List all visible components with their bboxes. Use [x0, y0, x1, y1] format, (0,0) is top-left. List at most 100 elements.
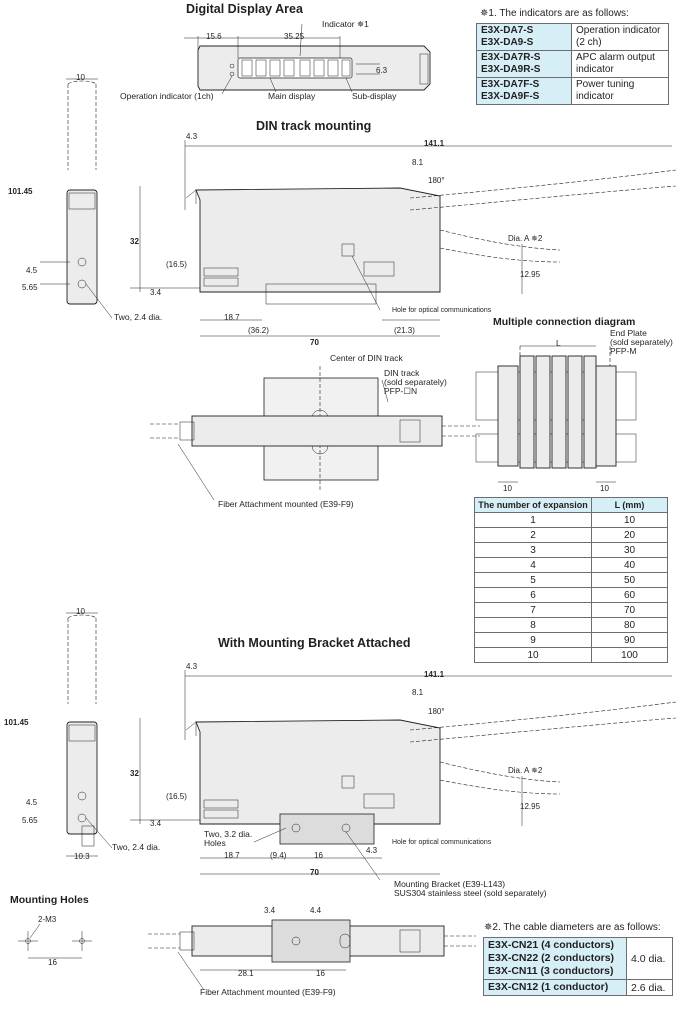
dim-10-right: 10: [600, 484, 609, 493]
cable-outline-dashed: [67, 84, 97, 170]
dim-141-1: 141.1: [424, 670, 445, 679]
leader-line: [85, 283, 113, 319]
main-display-label: Main display: [268, 91, 316, 101]
digital-display-title: Digital Display Area: [186, 2, 303, 16]
side-body: [66, 721, 98, 835]
dim-12-95: 12.95: [520, 802, 541, 811]
sensor-body-side: [195, 187, 441, 293]
optical-hole: [341, 243, 355, 257]
dim-28-1: 28.1: [238, 969, 254, 978]
bracket-top: [271, 919, 351, 963]
stacked-unit: [535, 355, 551, 469]
center-din-label: Center of DIN track: [330, 353, 403, 363]
side-view-bottom: [66, 612, 113, 857]
dim-18-7: 18.7: [224, 851, 240, 860]
mounting-hole: [77, 257, 87, 267]
mounting-hole: [77, 791, 87, 801]
dim-16: 16: [48, 958, 57, 967]
leader-line: [381, 379, 389, 403]
leader-line: [29, 923, 41, 939]
dim-10: 10: [76, 607, 85, 616]
model-cell: E3X-CN12 (1 conductor): [483, 979, 627, 996]
dim-180: 180°: [428, 707, 445, 716]
dim-4-3: 4.3: [186, 662, 198, 671]
seven-segment-digits: [241, 59, 351, 77]
stacked-unit: [551, 355, 567, 469]
dim-4-3: 4.3: [186, 132, 198, 141]
dim-3-4: 3.4: [150, 288, 162, 297]
mounting-holes-title: Mounting Holes: [10, 894, 89, 906]
dia-a-label: Dia. A ✵2: [508, 234, 543, 243]
din-top-view: [150, 366, 480, 501]
dim-3-4: 3.4: [150, 819, 162, 828]
leader-line: [253, 827, 287, 843]
operation-indicator-label: Operation indicator (1ch): [120, 91, 214, 101]
leader-line: [177, 951, 205, 991]
dim-5-65: 5.65: [22, 283, 38, 292]
dim-141-1: 141.1: [424, 139, 445, 148]
dia-a-label: Dia. A ✵2: [508, 766, 543, 775]
bracket-title: With Mounting Bracket Attached: [218, 636, 411, 650]
leader-line: [351, 255, 381, 311]
dim-3-4: 3.4: [264, 906, 276, 915]
din-main-view: [130, 140, 677, 337]
leader-line: [221, 75, 233, 95]
dim-35-25: 35.25: [284, 32, 305, 41]
multiple-connection-drawing: [475, 345, 637, 483]
dim-10-3: 10.3: [74, 852, 90, 861]
dim-32: 32: [130, 769, 139, 778]
din-track-label: DIN track (sold separately) PFP-☐N: [384, 368, 447, 396]
din-clip: [265, 283, 377, 305]
note2-title: ✵2. The cable diameters are as follows:: [484, 922, 661, 933]
dim-36-2: (36.2): [248, 326, 269, 335]
hole-optical-label: Hole for optical communications: [392, 307, 492, 314]
dim-4-5: 4.5: [26, 798, 38, 807]
dim-16: 16: [316, 969, 325, 978]
table-row: E3X-CN21 (4 conductors) E3X-CN22 (2 cond…: [483, 937, 674, 980]
model-cell: E3X-DA7F-S E3X-DA9F-S: [476, 77, 572, 105]
fiber-attachment-label: Fiber Attachment mounted (E39-F9): [218, 499, 354, 509]
dim-5-65: 5.65: [22, 816, 38, 825]
leader-line: [177, 443, 215, 501]
bracket-main-view: [130, 670, 677, 881]
operation-indicator-led: [229, 63, 235, 69]
bracket-side: [81, 825, 95, 847]
sub-display-label: Sub-display: [352, 91, 397, 101]
leader-line: [85, 817, 113, 849]
two-2-4-label: Two, 2.4 dia.: [114, 312, 163, 322]
dimension-L-label: L: [556, 338, 561, 348]
dim-2-m3: 2-M3: [38, 915, 57, 924]
bracket-top-view: [148, 919, 476, 991]
dim-10-left: 10: [503, 484, 512, 493]
desc-cell: Power tuning indicator: [571, 77, 669, 105]
end-plate: [497, 365, 519, 467]
hole-optical-label: Hole for optical communications: [392, 839, 492, 846]
dim-16-5: (16.5): [166, 260, 187, 269]
cable-dashed: [439, 229, 561, 263]
multiple-connection-title: Multiple connection diagram: [493, 316, 636, 328]
stacked-unit: [519, 355, 535, 469]
dim-4-5: 4.5: [26, 266, 38, 275]
sensor-top-body: [191, 415, 443, 447]
fiber-attachment-label: Fiber Attachment mounted (E39-F9): [200, 987, 336, 997]
side-view-top: [40, 78, 113, 319]
col-header-l: L (mm): [591, 497, 668, 513]
dim-16: 16: [314, 851, 323, 860]
dia-cell: 4.0 dia.: [625, 937, 674, 980]
bracket-hole: [291, 823, 301, 833]
mounting-bracket: [279, 813, 375, 845]
dim-8-1: 8.1: [412, 158, 424, 167]
bracket-label: Mounting Bracket (E39-L143) SUS304 stain…: [394, 879, 547, 898]
two-3-2-holes-label: Two, 3.2 dia. Holes: [204, 829, 253, 848]
dim-101-45: 101.45: [4, 718, 29, 727]
stacked-unit: [583, 355, 597, 469]
end-plate-label: End Plate (sold separately) PFP-M: [610, 328, 673, 356]
dim-4-3-b: 4.3: [366, 846, 378, 855]
